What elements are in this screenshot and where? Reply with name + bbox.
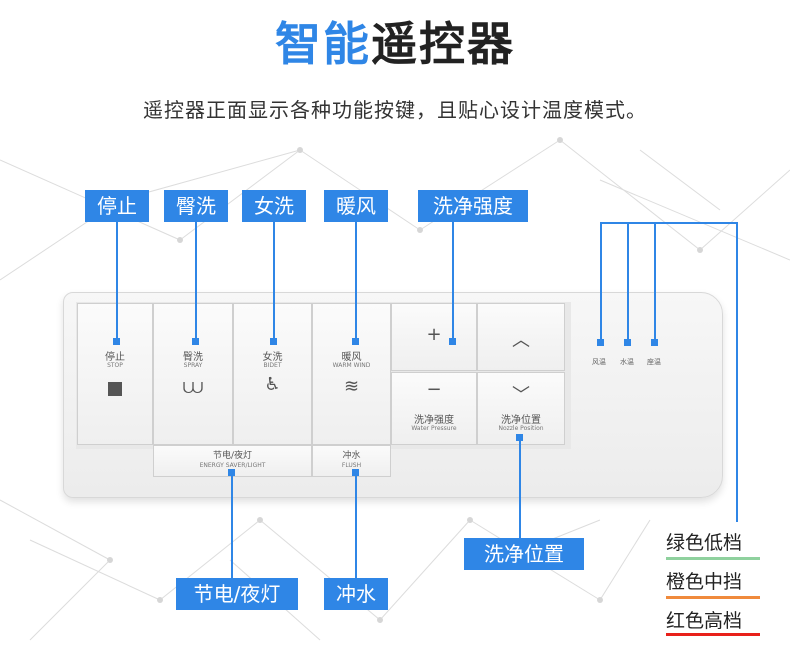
legend-green-label: 绿色低档 bbox=[666, 532, 743, 554]
warm-wind-key-label: 暖风 bbox=[341, 352, 362, 363]
stop-dot bbox=[113, 338, 120, 345]
flush-dot bbox=[352, 469, 359, 476]
water-pressure-connector bbox=[452, 222, 454, 340]
spray-key-label: 臀洗 bbox=[183, 352, 203, 363]
legend-orange-label: 橙色中挡 bbox=[666, 571, 743, 593]
water-pressure-key-label: 洗净强度 bbox=[414, 415, 454, 426]
callout-flush: 冲水 bbox=[324, 578, 388, 610]
legend-red-label: 红色高档 bbox=[666, 610, 743, 632]
warm-wind-key[interactable]: 暖风 WARM WIND ≋ bbox=[312, 303, 391, 445]
spray-connector bbox=[195, 222, 197, 340]
stop-key[interactable]: 停止 STOP bbox=[77, 303, 153, 445]
chevron-up-icon: ︿ bbox=[512, 330, 530, 351]
callout-bidet: 女洗 bbox=[242, 190, 306, 222]
bidet-key[interactable]: 女洗 BIDET ♿ bbox=[233, 303, 312, 445]
stop-icon bbox=[108, 382, 122, 396]
nozzle-connector bbox=[519, 436, 521, 538]
bidet-key-label: 女洗 bbox=[262, 352, 283, 363]
spray-dot bbox=[192, 338, 199, 345]
bidet-dot bbox=[270, 338, 277, 345]
legend-red-bar bbox=[666, 633, 760, 636]
callout-stop: 停止 bbox=[85, 190, 149, 222]
spray-key-label-en: SPRAY bbox=[183, 362, 203, 369]
energy-saver-connector bbox=[231, 472, 233, 578]
seat-temp-dot bbox=[651, 339, 658, 346]
minus-key[interactable]: − 洗净强度 Water Pressure bbox=[391, 372, 477, 445]
nozzle-position-key-label-en: Nozzle Position bbox=[498, 425, 544, 432]
bidet-key-label-en: BIDET bbox=[263, 362, 282, 369]
wind-icon: ≋ bbox=[343, 376, 360, 397]
nozzle-dot bbox=[516, 434, 523, 441]
legend-green-bar bbox=[666, 557, 760, 560]
water-pressure-dot bbox=[449, 338, 456, 345]
wind-temp-connector bbox=[600, 222, 602, 342]
flush-key[interactable]: 冲水 FLUSH bbox=[312, 445, 391, 477]
stop-key-label: 停止 bbox=[105, 352, 125, 363]
energy-saver-key[interactable]: 节电/夜灯 ENERGY SAVER/LIGHT bbox=[153, 445, 312, 477]
bidet-connector bbox=[273, 222, 275, 340]
energy-saver-key-label-en: ENERGY SAVER/LIGHT bbox=[199, 462, 266, 469]
minus-icon: − bbox=[426, 379, 442, 400]
up-key[interactable]: ︿ bbox=[477, 303, 565, 371]
water-temp-connector bbox=[627, 222, 629, 342]
wind-temp-dot bbox=[597, 339, 604, 346]
flush-connector bbox=[355, 472, 357, 578]
spray-key[interactable]: 臀洗 SPRAY ⩊ bbox=[153, 303, 233, 445]
stop-key-label-en: STOP bbox=[107, 362, 123, 369]
title-main: 遥控器 bbox=[371, 17, 515, 71]
wind-temp-label: 风温 bbox=[592, 358, 606, 366]
energy-saver-key-label: 节电/夜灯 bbox=[212, 451, 253, 461]
temp-connector-top bbox=[600, 222, 737, 224]
flush-key-label-en: FLUSH bbox=[341, 462, 362, 469]
page-subtitle: 遥控器正面显示各种功能按键，且贴心设计温度模式。 bbox=[143, 98, 647, 122]
nozzle-position-key-label: 洗净位置 bbox=[501, 415, 541, 426]
callout-warm-wind: 暖风 bbox=[324, 190, 388, 222]
seat-temp-label: 座温 bbox=[647, 358, 661, 366]
seat-temp-connector bbox=[654, 222, 656, 342]
warm-wind-dot bbox=[352, 338, 359, 345]
chevron-down-icon: ﹀ bbox=[512, 385, 530, 406]
plus-icon: + bbox=[426, 324, 442, 345]
stop-connector bbox=[116, 222, 118, 340]
legend-orange-bar bbox=[666, 596, 760, 599]
water-pressure-key-label-en: Water Pressure bbox=[411, 425, 457, 432]
warm-wind-key-label-en: WARM WIND bbox=[332, 362, 371, 369]
legend-connector bbox=[736, 222, 738, 632]
callout-energy-saver: 节电/夜灯 bbox=[176, 578, 298, 610]
plus-key[interactable]: + bbox=[391, 303, 477, 371]
page-title: 智能遥控器 bbox=[0, 8, 790, 74]
water-temp-label: 水温 bbox=[620, 358, 634, 366]
warm-wind-connector bbox=[355, 222, 357, 340]
callout-nozzle-position: 洗净位置 bbox=[464, 538, 584, 570]
spray-icon: ⩊ bbox=[182, 374, 204, 398]
title-accent: 智能 bbox=[275, 17, 371, 71]
legend-backdrop bbox=[660, 522, 768, 634]
down-key[interactable]: ﹀ 洗净位置 Nozzle Position bbox=[477, 372, 565, 445]
bidet-icon: ♿ bbox=[264, 374, 281, 395]
callout-water-pressure: 洗净强度 bbox=[418, 190, 528, 222]
flush-key-label: 冲水 bbox=[342, 451, 361, 461]
water-temp-dot bbox=[624, 339, 631, 346]
energy-saver-dot bbox=[228, 469, 235, 476]
callout-spray: 臀洗 bbox=[164, 190, 228, 222]
